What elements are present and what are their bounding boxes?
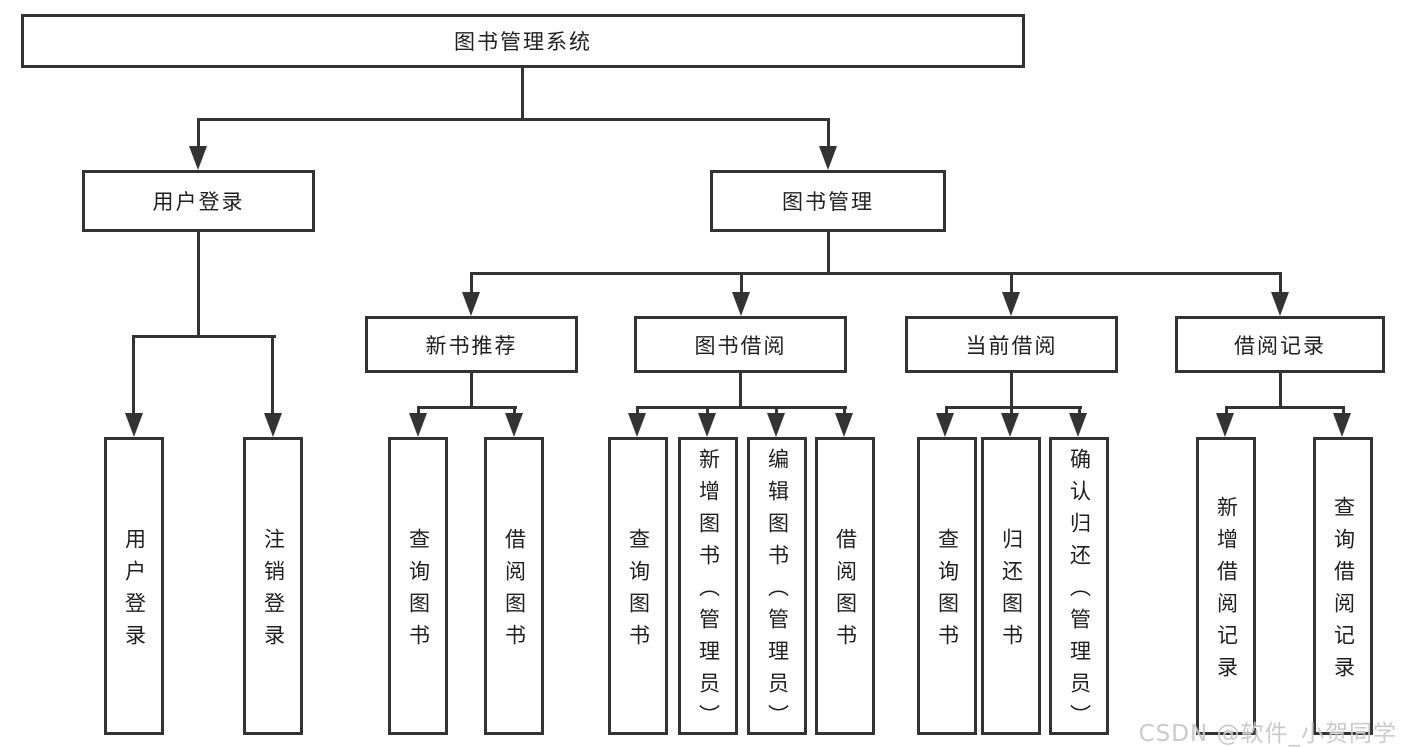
leaf-query-books-borrowing: 查询图书	[608, 437, 668, 735]
connector-line-v	[1010, 373, 1013, 408]
leaf-query-books-recommend: 查询图书	[388, 437, 448, 735]
leaf-query-books-borrowing-label: 查询图书	[626, 527, 651, 656]
csdn-watermark: CSDN @软件_小贺同学	[1138, 721, 1397, 747]
leaf-logout-label: 注销登录	[261, 527, 286, 656]
connector-line-v	[1342, 406, 1345, 419]
connector-line-v	[271, 335, 274, 417]
arrowhead-down-icon	[505, 413, 523, 437]
arrowhead-down-icon	[1002, 292, 1020, 316]
connector-line-v	[470, 373, 473, 408]
connector-line-v	[197, 118, 200, 152]
arrowhead-down-icon	[462, 292, 480, 316]
connector-line-v	[470, 272, 473, 296]
connector-line-v	[513, 406, 516, 419]
connector-line-v	[775, 406, 778, 419]
node-book-management-label: 图书管理	[782, 190, 874, 214]
node-book-borrowing: 图书借阅	[634, 316, 847, 373]
leaf-user-login: 用户登录	[104, 437, 164, 735]
leaf-user-login-label: 用户登录	[122, 527, 147, 656]
node-current-borrowing-label: 当前借阅	[965, 333, 1058, 358]
connector-line-h	[132, 335, 276, 338]
connector-line-v	[1225, 406, 1228, 419]
leaf-query-borrow-record-label: 查询借阅记录	[1331, 495, 1356, 688]
leaf-query-borrow-record: 查询借阅记录	[1313, 437, 1373, 735]
arrowhead-down-icon	[409, 413, 427, 437]
arrowhead-down-icon	[264, 413, 282, 437]
leaf-add-borrow-record: 新增借阅记录	[1196, 437, 1256, 735]
leaf-borrow-books-recommend-label: 借阅图书	[502, 527, 527, 656]
node-book-borrowing-label: 图书借阅	[694, 333, 787, 358]
arrowhead-down-icon	[1001, 413, 1019, 437]
leaf-query-books-recommend-label: 查询图书	[406, 527, 431, 656]
node-new-book-recommendation-label: 新书推荐	[425, 333, 518, 358]
node-new-book-recommendation: 新书推荐	[365, 316, 578, 373]
leaf-return-books: 归还图书	[981, 437, 1041, 735]
arrowhead-down-icon	[1333, 413, 1351, 437]
connector-line-v	[1279, 373, 1282, 408]
connector-line-v	[132, 335, 135, 417]
node-current-borrowing: 当前借阅	[905, 316, 1118, 373]
node-root-label: 图书管理系统	[454, 30, 592, 54]
connector-line-v	[1010, 406, 1013, 419]
connector-line-v	[740, 272, 743, 296]
connector-line-v	[945, 406, 948, 419]
leaf-query-books-current: 查询图书	[917, 437, 977, 735]
connector-line-h	[945, 406, 1082, 409]
arrowhead-down-icon	[767, 413, 785, 437]
connector-line-v	[1279, 272, 1282, 296]
arrowhead-down-icon	[1069, 413, 1087, 437]
connector-line-v	[739, 373, 742, 408]
connector-line-v	[843, 406, 846, 419]
arrowhead-down-icon	[936, 413, 954, 437]
connector-line-h	[417, 406, 517, 409]
connector-line-v	[827, 232, 830, 274]
arrowhead-down-icon	[189, 146, 207, 170]
arrowhead-down-icon	[125, 413, 143, 437]
connector-line-h	[470, 272, 1282, 275]
arrowhead-down-icon	[1271, 292, 1289, 316]
leaf-add-book-admin: 新增图书（管理员）	[678, 437, 738, 736]
node-user-login-label: 用户登录	[152, 190, 245, 214]
leaf-logout: 注销登录	[243, 437, 303, 735]
leaf-return-books-label: 归还图书	[999, 527, 1024, 656]
leaf-confirm-return-admin: 确认归还（管理员）	[1049, 437, 1109, 736]
connector-line-v	[417, 406, 420, 419]
node-user-login: 用户登录	[82, 170, 315, 232]
arrowhead-down-icon	[819, 146, 837, 170]
arrowhead-down-icon	[698, 413, 716, 437]
arrowhead-down-icon	[732, 292, 750, 316]
leaf-borrow-books-borrowing-label: 借阅图书	[833, 527, 858, 656]
connector-line-h	[1225, 406, 1345, 409]
connector-line-v	[1010, 272, 1013, 296]
leaf-confirm-return-admin-label: 确认归还（管理员）	[1067, 447, 1092, 736]
arrowhead-down-icon	[1216, 413, 1234, 437]
leaf-add-borrow-record-label: 新增借阅记录	[1214, 495, 1239, 688]
leaf-add-book-admin-label: 新增图书（管理员）	[696, 447, 721, 736]
connector-line-v	[706, 406, 709, 419]
node-book-management: 图书管理	[710, 170, 946, 232]
connector-line-v	[1078, 406, 1081, 419]
connector-line-v	[197, 232, 200, 337]
node-borrowing-records: 借阅记录	[1175, 316, 1385, 373]
connector-line-v	[521, 68, 524, 120]
leaf-edit-book-admin: 编辑图书（管理员）	[747, 437, 807, 736]
arrowhead-down-icon	[835, 413, 853, 437]
leaf-query-books-current-label: 查询图书	[935, 527, 960, 656]
connector-line-h	[636, 406, 847, 409]
leaf-borrow-books-borrowing: 借阅图书	[815, 437, 875, 735]
connector-line-v	[636, 406, 639, 419]
connector-line-h	[197, 118, 830, 121]
connector-line-v	[827, 118, 830, 152]
arrowhead-down-icon	[628, 413, 646, 437]
node-root: 图书管理系统	[21, 14, 1025, 68]
node-borrowing-records-label: 借阅记录	[1234, 333, 1326, 358]
leaf-borrow-books-recommend: 借阅图书	[484, 437, 544, 735]
leaf-edit-book-admin-label: 编辑图书（管理员）	[765, 447, 790, 736]
